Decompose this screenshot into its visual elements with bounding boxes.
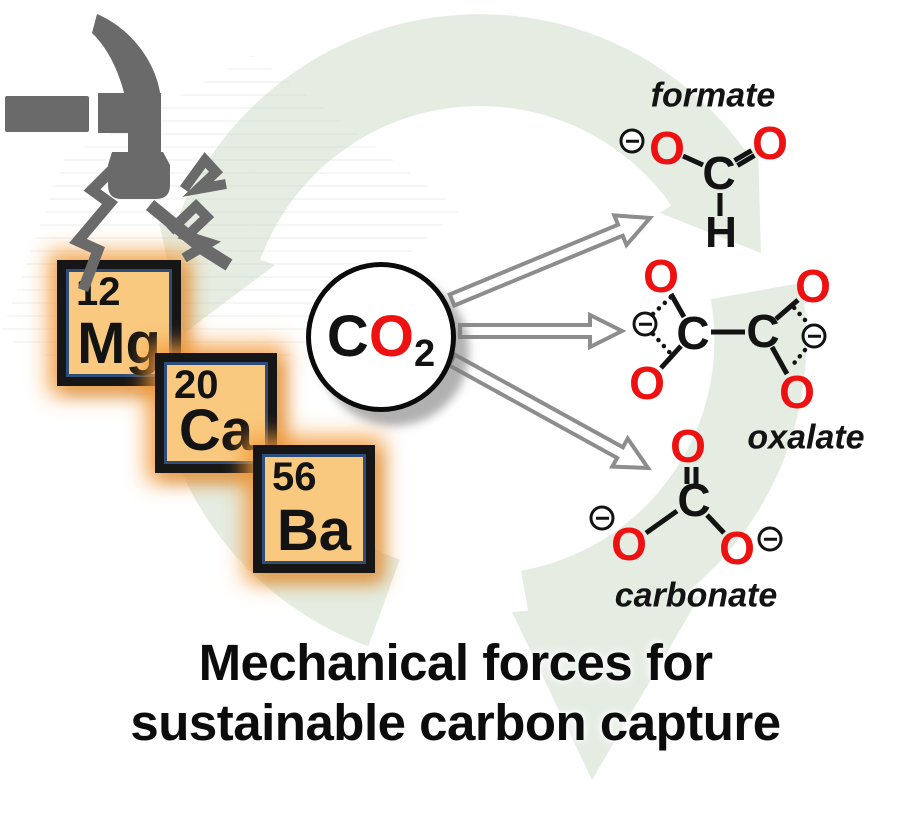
carbonate-label: carbonate	[614, 576, 778, 615]
carbonate-bonds	[644, 467, 726, 536]
element-symbol: Mg	[77, 311, 161, 376]
atomic-number: 12	[76, 270, 121, 314]
atomic-number: 56	[272, 455, 317, 499]
title-line-2: sustainable carbon capture	[130, 693, 781, 751]
oxygen-atom: O	[779, 366, 815, 418]
bond-cr-obr	[769, 345, 790, 376]
bond-o-c	[681, 153, 705, 168]
bond-cl-obl	[659, 344, 683, 370]
oxalate-bonds	[650, 292, 808, 376]
carbon-atom: C	[676, 307, 710, 359]
element-symbol: Ba	[276, 498, 352, 563]
minus-charge-icon	[757, 526, 783, 552]
molecule-carbonate: O C O O carbonate	[580, 420, 815, 620]
oxygen-atom: O	[795, 260, 831, 312]
resonance-dots	[650, 331, 674, 357]
minus-charge-icon	[619, 128, 645, 154]
minus-charge-icon	[801, 323, 827, 349]
molecule-formate: formate O C O H	[600, 70, 825, 255]
carbon-atom: C	[677, 474, 711, 526]
oxygen-atom: O	[643, 250, 679, 302]
oxygen-atom: O	[719, 522, 755, 574]
carbon-atom: C	[746, 305, 780, 357]
element-tile-ba: 56 Ba	[253, 445, 375, 573]
recycle-arc-right	[520, 282, 807, 662]
co2-oxygen: O	[368, 304, 414, 369]
resonance-dots	[788, 347, 808, 370]
formate-label: formate	[650, 76, 776, 115]
oxygen-atom: O	[752, 117, 788, 169]
bond-cr-otr	[774, 298, 800, 321]
recycle-arrowhead-topright	[660, 145, 761, 253]
bond-c-o-double-1	[736, 153, 756, 168]
title-line-1: Mechanical forces for	[198, 634, 713, 691]
recycle-arc-top	[173, 14, 747, 261]
atomic-number: 20	[174, 363, 219, 407]
bond-c-or	[705, 513, 726, 535]
formate-bonds	[681, 148, 756, 216]
carbon-atom: C	[702, 147, 736, 199]
oxygen-atom: O	[670, 420, 706, 472]
minus-charge-icon	[589, 505, 615, 531]
oxalate-label: oxalate	[747, 418, 865, 457]
oxygen-atom: O	[649, 122, 685, 174]
bond-cl-otl	[668, 292, 687, 319]
oxygen-atom: O	[611, 518, 647, 570]
bond-c-ol	[644, 508, 679, 536]
hydrogen-atom: H	[705, 208, 737, 257]
co2-carbon: C	[326, 304, 369, 369]
oxygen-atom: O	[629, 357, 665, 409]
bond-c-o-double-2	[733, 148, 753, 163]
recycle-arrowhead-bottom	[512, 596, 700, 780]
poster-title: Mechanical forces for sustainable carbon…	[0, 633, 911, 752]
minus-charge-icon	[632, 311, 658, 337]
co2-subscript: 2	[413, 333, 436, 375]
element-symbol: Ca	[178, 398, 254, 463]
